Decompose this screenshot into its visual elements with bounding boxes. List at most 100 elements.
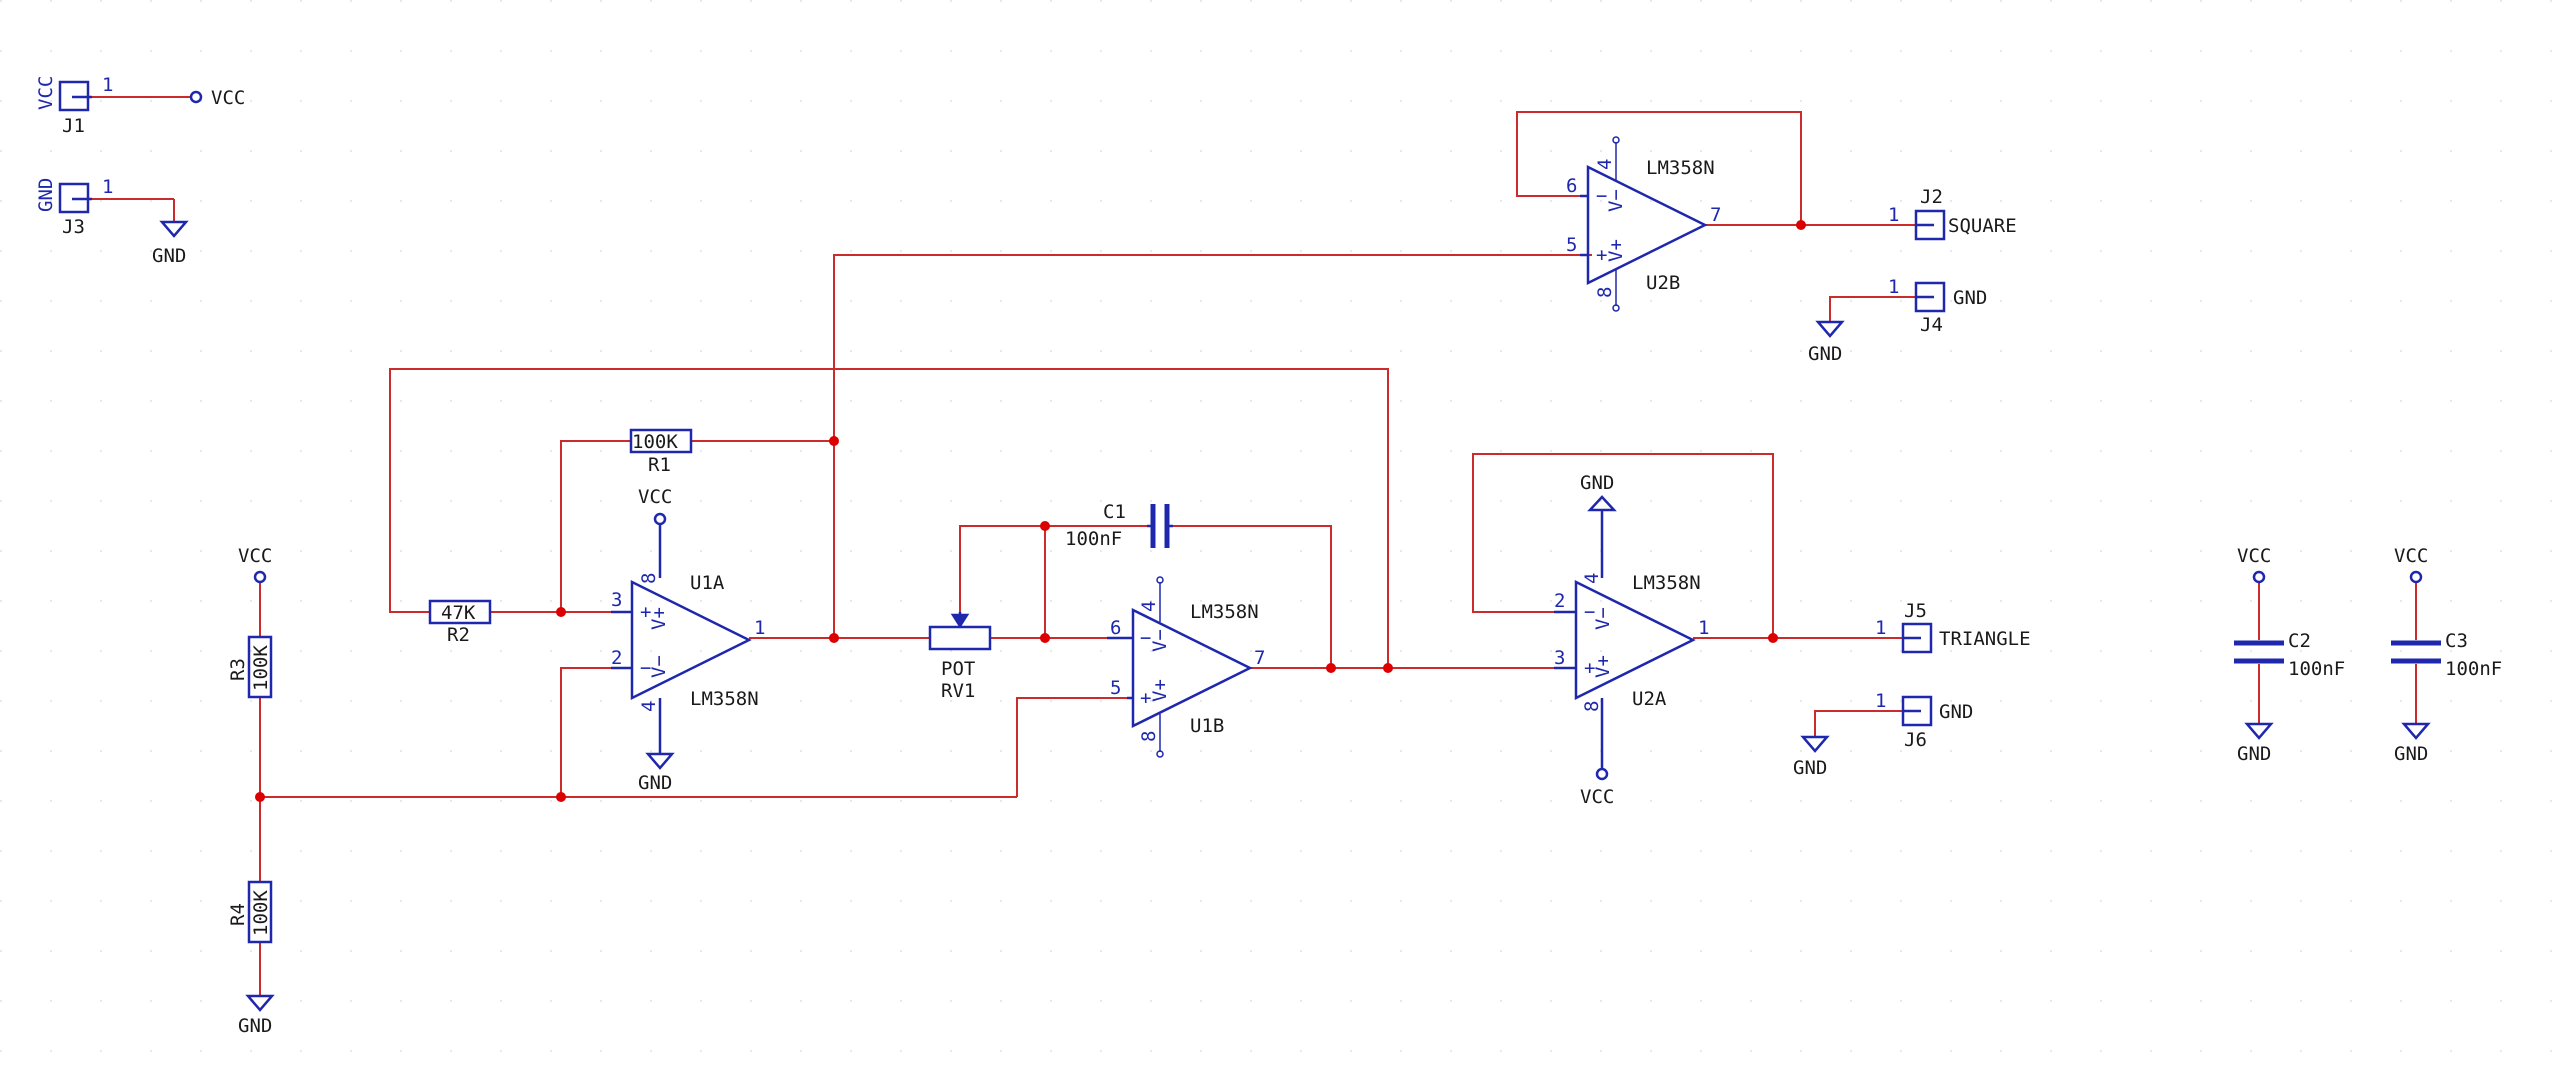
- u1b-pin-vplus: 8: [1138, 731, 1160, 742]
- u1b-vplus: V+: [1149, 679, 1171, 702]
- r4-ref: R4: [227, 903, 249, 926]
- resistor-r3[interactable]: [247, 635, 273, 699]
- c3-value: 100nF: [2445, 658, 2502, 680]
- u1b-pin-inv: 6: [1110, 617, 1121, 639]
- j1-pin: 1: [102, 74, 113, 96]
- connector-j3[interactable]: [58, 182, 189, 238]
- u1a-gnd-label: GND: [638, 772, 672, 794]
- u1a-pin-inv: 2: [611, 647, 622, 669]
- u1a-ref: U1A: [690, 572, 725, 594]
- opamp-u1b[interactable]: [1107, 576, 1253, 758]
- resistor-r1[interactable]: [629, 428, 693, 454]
- u2a-gnd-label: GND: [1580, 472, 1614, 494]
- potentiometer-rv1[interactable]: [928, 612, 992, 651]
- junction-dot: [1040, 633, 1050, 643]
- junction-dot: [255, 792, 265, 802]
- vcc-symbol-c2: [2252, 570, 2266, 584]
- u2a-minus-sign: −: [1584, 601, 1595, 623]
- u2a-plus-sign: +: [1584, 657, 1595, 679]
- j2-label: SQUARE: [1948, 215, 2017, 237]
- u2b-vplus: V+: [1605, 239, 1627, 262]
- opamp-u2b[interactable]: [1580, 136, 1708, 312]
- u2a-pin-vminus: 4: [1581, 573, 1603, 584]
- capacitor-c1[interactable]: [1147, 504, 1173, 548]
- j4-label: GND: [1953, 287, 1987, 309]
- u2b-pin-vminus: 4: [1594, 159, 1616, 170]
- junction-dot: [556, 607, 566, 617]
- u1a-pin-vplus: 8: [638, 573, 660, 584]
- gnd-symbol-r4: [245, 994, 275, 1012]
- junctions: [255, 220, 1806, 802]
- u1a-plus-sign: +: [640, 601, 651, 623]
- j4-gnd-label: GND: [1808, 343, 1842, 365]
- resistor-r4[interactable]: [247, 880, 273, 944]
- j5-ref: J5: [1904, 600, 1927, 622]
- u1a-part: LM358N: [690, 688, 759, 710]
- u1a-minus-sign: −: [640, 657, 651, 679]
- c2-value: 100nF: [2288, 658, 2345, 680]
- j2-pin: 1: [1888, 204, 1899, 226]
- capacitor-c3[interactable]: [2391, 640, 2441, 664]
- j3-value: GND: [35, 178, 57, 212]
- r3-value: 100K: [250, 645, 272, 691]
- junction-dot: [829, 436, 839, 446]
- r3-ref: R3: [227, 658, 249, 681]
- u2a-pin-inv: 2: [1554, 590, 1565, 612]
- u1b-part: LM358N: [1190, 601, 1259, 623]
- gnd-symbol-c2: [2244, 722, 2274, 740]
- capacitor-c2[interactable]: [2234, 640, 2284, 664]
- r1-value: 100K: [632, 431, 678, 453]
- labels: VCC 1 J1 VCC GND 1 J3 GND 100K R1 47K R2…: [35, 74, 2502, 1037]
- vcc-symbol-u2a: [1595, 698, 1609, 781]
- u2a-ref: U2A: [1632, 688, 1667, 710]
- connector-j4[interactable]: [1815, 281, 1946, 338]
- resistor-r2[interactable]: [428, 599, 492, 625]
- gnd-symbol-u1a: [645, 698, 675, 770]
- u1a-pin-vminus: 4: [638, 701, 660, 712]
- rv1-value: POT: [941, 658, 975, 680]
- connector-j5[interactable]: [1901, 622, 1933, 654]
- wires: [92, 96, 2417, 996]
- u1a-pin-out: 1: [754, 617, 765, 639]
- r4-value: 100K: [250, 890, 272, 936]
- junction-dot: [829, 633, 839, 643]
- u2b-plus-sign: +: [1596, 244, 1607, 266]
- u1b-pin-noninv: 5: [1110, 677, 1121, 699]
- u1b-minus-sign: −: [1140, 627, 1151, 649]
- c2-vcc-label: VCC: [2237, 545, 2271, 567]
- u1a-vcc-label: VCC: [638, 486, 672, 508]
- c3-vcc-label: VCC: [2394, 545, 2428, 567]
- junction-dot: [1040, 521, 1050, 531]
- c3-gnd-label: GND: [2394, 743, 2428, 765]
- opamp-u2a[interactable]: [1554, 579, 1696, 701]
- u1a-vminus: V−: [648, 655, 670, 678]
- u1b-pin-vminus: 4: [1138, 601, 1160, 612]
- u2a-pin-vplus: 8: [1581, 701, 1603, 712]
- junction-dot: [1383, 663, 1393, 673]
- u1a-pin-noninv: 3: [611, 589, 622, 611]
- opamp-u1a[interactable]: [611, 579, 752, 701]
- u2b-pin-noninv: 5: [1566, 234, 1577, 256]
- connector-j1[interactable]: [58, 80, 203, 112]
- u2a-part: LM358N: [1632, 572, 1701, 594]
- u2b-pin-vplus: 8: [1594, 287, 1616, 298]
- u2a-vcc-label: VCC: [1580, 786, 1614, 808]
- r2-ref: R2: [447, 624, 470, 646]
- j3-pin: 1: [102, 176, 113, 198]
- junction-dot: [556, 792, 566, 802]
- u1b-vminus: V−: [1149, 629, 1171, 652]
- c3-ref: C3: [2445, 630, 2468, 652]
- junction-dot: [1796, 220, 1806, 230]
- vcc-symbol-r3: [253, 570, 267, 584]
- connector-j2[interactable]: [1914, 209, 1946, 241]
- j1-ref: J1: [62, 115, 85, 137]
- c2-ref: C2: [2288, 630, 2311, 652]
- vcc-symbol-u1a: [653, 512, 667, 578]
- junction-dot: [1768, 633, 1778, 643]
- j3-ref: J3: [62, 216, 85, 238]
- j5-label: TRIANGLE: [1939, 628, 2031, 650]
- connector-j6[interactable]: [1800, 695, 1933, 753]
